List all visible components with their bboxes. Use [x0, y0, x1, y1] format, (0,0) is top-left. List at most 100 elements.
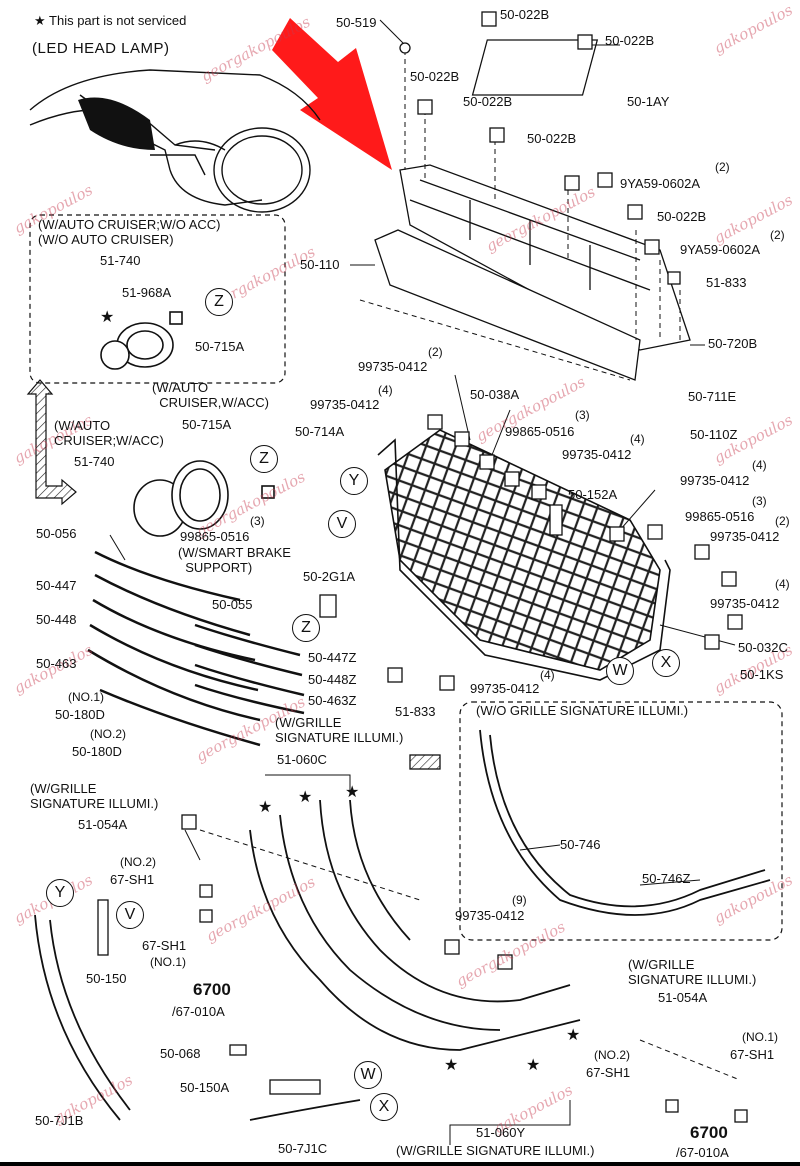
part-label: 50-746: [560, 837, 601, 852]
quantity-label: (9): [512, 893, 527, 907]
ref-circle-z: Z: [205, 288, 233, 316]
part-label: 50-448: [36, 612, 77, 627]
part-label: 51-060C: [277, 752, 327, 767]
svg-text:★: ★: [298, 789, 312, 806]
number-label: (NO.1): [68, 690, 104, 704]
part-label: 50-720B: [708, 336, 758, 351]
part-label: 50-2G1A: [303, 569, 356, 584]
svg-text:★: ★: [566, 1027, 580, 1044]
part-label: 51-968A: [122, 285, 172, 300]
part-label: 50-1AY: [627, 94, 670, 109]
part-label: 67-SH1: [586, 1065, 631, 1080]
part-label: 9YA59-0602A: [680, 242, 760, 257]
ref-circle-y: Y: [340, 467, 368, 495]
quantity-label: (3): [752, 494, 767, 508]
part-label: 50-180D: [72, 744, 122, 759]
note-auto-cruiser: (W/AUTO CRUISER;W/O ACC) (W/O AUTO CRUIS…: [38, 217, 221, 247]
quantity-label: (3): [250, 514, 265, 528]
part-label: 50-022B: [500, 7, 550, 22]
note-auto-cruiser-acc: (W/AUTO CRUISER,W/ACC): [152, 380, 269, 410]
part-label: 50-032C: [738, 640, 788, 655]
svg-text:★: ★: [345, 784, 359, 801]
part-label: 99735-0412: [710, 596, 780, 611]
bottom-border: [0, 1162, 800, 1166]
grille-bars-right: [194, 623, 305, 715]
dashed-lines: [199, 50, 741, 1081]
part-label: 50-150: [86, 971, 127, 986]
part-label: 50-463Z: [308, 693, 357, 708]
part-label: 51-740: [100, 253, 141, 268]
variant-title: (LED HEAD LAMP): [32, 40, 170, 57]
part-label: 67-SH1: [110, 872, 155, 887]
part-label: 50-055: [212, 597, 253, 612]
quantity-label: (4): [752, 458, 767, 472]
fasteners: [97, 11, 748, 1123]
part-label: 50-022B: [657, 209, 707, 224]
note-grille-illumi: (W/GRILLE SIGNATURE ILLUMI.): [275, 715, 404, 745]
part-label: 50-022B: [605, 33, 655, 48]
part-label: 51-054A: [658, 990, 708, 1005]
note-smart-brake: (W/SMART BRAKE SUPPORT): [178, 545, 291, 575]
part-label: /67-010A: [172, 1004, 225, 1019]
quantity-label: (2): [715, 160, 730, 174]
ref-circle-v: V: [116, 901, 144, 929]
note-grille-illumi: (W/GRILLE SIGNATURE ILLUMI.): [30, 781, 159, 811]
part-label: 99865-0516: [180, 529, 250, 544]
part-label: 99865-0516: [505, 424, 575, 439]
grille-black-area: [78, 97, 155, 150]
part-label: /67-010A: [676, 1145, 729, 1160]
part-label: 99735-0412: [710, 529, 780, 544]
part-label: 50-038A: [470, 387, 520, 402]
number-label: (NO.2): [120, 855, 156, 869]
part-label: 6700: [193, 980, 231, 999]
part-label: 50-150A: [180, 1080, 230, 1095]
svg-text:★: ★: [526, 1057, 540, 1074]
ref-circle-y: Y: [46, 879, 74, 907]
part-label: 50-110Z: [690, 427, 738, 442]
number-label: (NO.1): [150, 955, 186, 969]
part-label: 99735-0412: [680, 473, 750, 488]
svg-text:★: ★: [444, 1057, 458, 1074]
part-label: 50-447Z: [308, 650, 357, 665]
upper-bracket: [374, 39, 691, 381]
part-label: 67-SH1: [730, 1047, 775, 1062]
number-label: (NO.1): [742, 1030, 778, 1044]
part-label: 99735-0412: [470, 681, 540, 696]
part-label: 99735-0412: [358, 359, 428, 374]
part-label: 50-711E: [688, 389, 737, 404]
part-label: 50-180D: [55, 707, 105, 722]
part-label: 51-740: [74, 454, 115, 469]
part-label: 50-447: [36, 578, 77, 593]
part-label: 50-714A: [295, 424, 345, 439]
part-label: 51-060Y: [476, 1125, 526, 1140]
note-grille-illumi-bottom: (W/GRILLE SIGNATURE ILLUMI.): [396, 1143, 595, 1158]
auto-cruiser-box: [29, 214, 286, 384]
svg-text:★: ★: [258, 799, 272, 816]
sensor-small: [100, 311, 183, 370]
quantity-label: (4): [775, 577, 790, 591]
part-label: 6700: [690, 1123, 728, 1142]
part-label: 50-110: [300, 257, 340, 272]
note-auto-cruiser-acc: (W/AUTO CRUISER;W/ACC): [54, 418, 164, 448]
bumper-moldings: [34, 729, 771, 1121]
sensor-acc: [133, 460, 275, 537]
part-label: 9YA59-0602A: [620, 176, 700, 191]
part-label: 50-022B: [527, 131, 577, 146]
part-label: 50-7J1C: [278, 1141, 328, 1156]
part-label: 50-448Z: [308, 672, 357, 687]
part-label: 50-7J1B: [35, 1113, 84, 1128]
part-label: 50-152A: [568, 487, 618, 502]
quantity-label: (4): [540, 668, 555, 682]
wo-grille-illumi-box: [459, 701, 783, 941]
part-label: 99735-0412: [455, 908, 525, 923]
number-label: (NO.2): [594, 1048, 630, 1062]
part-label: 50-1KS: [740, 667, 784, 682]
quantity-label: (2): [770, 228, 785, 242]
quantity-label: (4): [630, 432, 645, 446]
red-arrow-icon: [272, 18, 392, 170]
part-label: 50-056: [36, 526, 77, 541]
not-serviced-note: ★ This part is not serviced: [34, 13, 187, 28]
part-label: 99735-0412: [562, 447, 632, 462]
